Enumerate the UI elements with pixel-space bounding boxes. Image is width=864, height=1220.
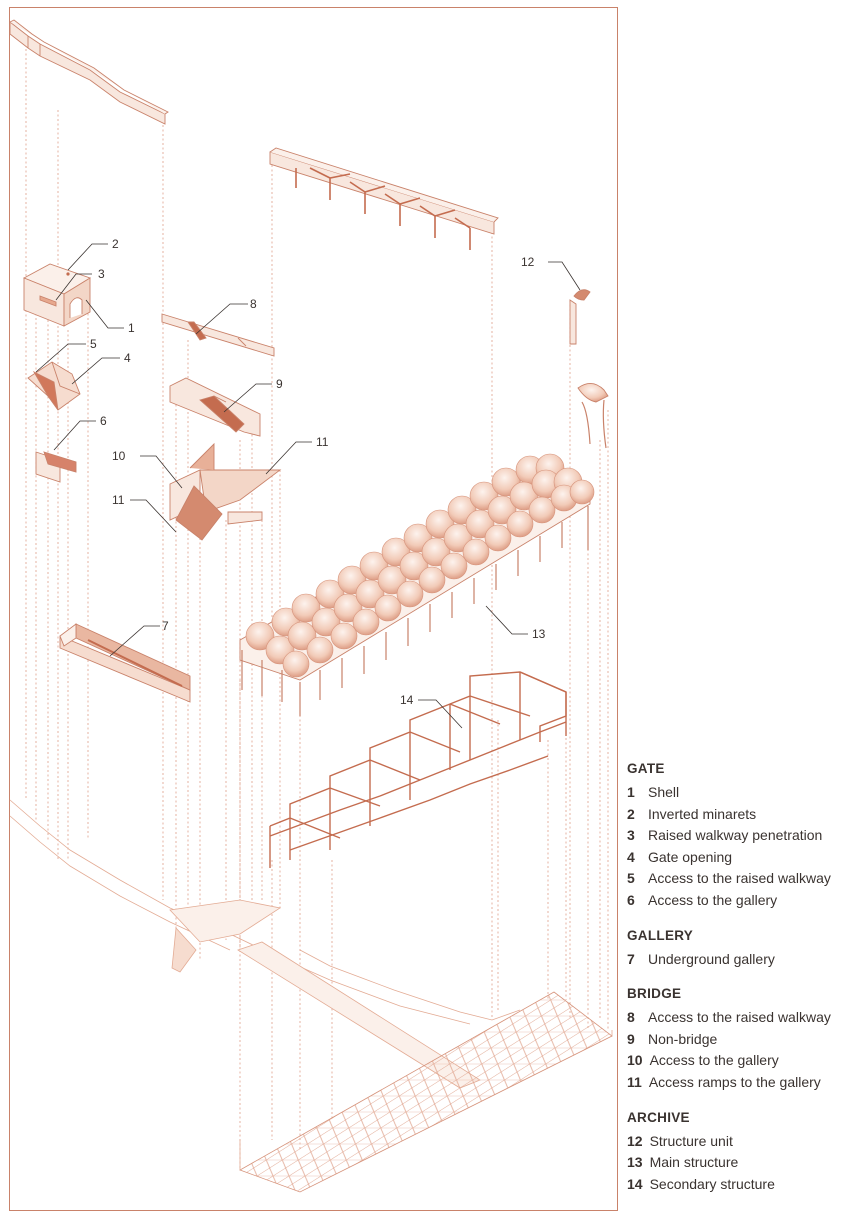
- callout-11-lower: 11: [112, 493, 125, 507]
- legend: GATE 1 Shell 2 Inverted minarets 3 Raised walk…: [627, 760, 859, 1210]
- archive-secondary-structure: [269, 671, 567, 868]
- legend-item-number: 12: [627, 1132, 643, 1149]
- legend-group-title: GATE: [627, 761, 665, 776]
- legend-item-number: 6: [627, 891, 635, 908]
- legend-item-number: 8: [627, 1009, 635, 1026]
- legend-item: 12 Structure unit: [627, 1131, 859, 1153]
- legend-item-label: Non-bridge: [648, 1030, 718, 1047]
- legend-item: 3 Raised walkway penetration: [627, 825, 859, 847]
- legend-item-number: 1: [627, 784, 635, 800]
- bridge-beam: [269, 147, 499, 250]
- legend-item-label: Main structure: [649, 1154, 739, 1171]
- legend-item-label: Gate opening: [648, 848, 733, 865]
- callouts: 2 3 1 5 4 6 7 8 9 10 11 11 12 13 14: [90, 237, 546, 707]
- non-bridge: [169, 377, 261, 437]
- legend-item-number: 4: [627, 848, 635, 865]
- callout-14: 14: [400, 693, 414, 707]
- legend-item-label: Access to the raised walkway: [648, 1009, 831, 1026]
- legend-item-number: 14: [627, 1175, 643, 1192]
- legend-item-label: Access ramps to the gallery: [648, 1073, 821, 1090]
- legend-item-label: Shell: [648, 784, 680, 800]
- legend-item: 5 Access to the raised walkway: [627, 868, 859, 890]
- callout-11-upper: 11: [316, 435, 329, 449]
- callout-8: 8: [250, 297, 257, 311]
- callout-3: 3: [98, 267, 105, 281]
- legend-item-number: 10: [627, 1052, 643, 1069]
- gallery-access: [35, 451, 77, 483]
- legend-group-title: ARCHIVE: [627, 1109, 690, 1125]
- legend-item-label: Structure unit: [649, 1132, 733, 1149]
- legend-group-title: GALLERY: [627, 927, 694, 943]
- callout-9: 9: [276, 377, 283, 391]
- raised-walkway-beam: [9, 19, 169, 125]
- callout-1: 1: [128, 321, 135, 335]
- legend-item: 11 Access ramps to the gallery: [627, 1072, 859, 1094]
- legend-item: 4 Gate opening: [627, 847, 859, 869]
- legend-group-title: BRIDGE: [627, 986, 682, 1002]
- legend-item: 9 Non-bridge: [627, 1029, 859, 1051]
- legend-item-label: Access to the raised walkway: [648, 870, 831, 887]
- bridge-walkway-access: [161, 313, 275, 357]
- gate-shell: [22, 263, 92, 327]
- callout-6: 6: [100, 414, 107, 428]
- callout-2: 2: [112, 237, 119, 251]
- legend-item: 6 Access to the gallery: [627, 890, 859, 912]
- legend-item: 10 Access to the gallery: [627, 1050, 859, 1072]
- legend-item-number: 9: [627, 1030, 635, 1047]
- legend-item-label: Inverted minarets: [648, 805, 757, 822]
- leader-lines: [35, 243, 581, 729]
- callout-4: 4: [124, 351, 131, 365]
- legend-item-number: 13: [627, 1154, 643, 1171]
- callout-13: 13: [532, 627, 546, 641]
- callout-12: 12: [521, 255, 535, 269]
- ground-plan: [9, 799, 613, 1193]
- callout-5: 5: [90, 337, 97, 351]
- legend-item: 13 Main structure: [627, 1152, 859, 1174]
- legend-item-number: 11: [627, 1073, 642, 1090]
- legend-item: 14 Secondary structure: [627, 1174, 859, 1196]
- legend-item-number: 5: [627, 870, 635, 887]
- bridge-ramps: [169, 442, 282, 541]
- legend-item: 8 Access to the raised walkway: [627, 1007, 859, 1029]
- legend-item: 1 Shell: [627, 782, 859, 804]
- legend-item-label: Underground gallery: [648, 950, 775, 967]
- legend-item: 7 Underground gallery: [627, 949, 859, 971]
- legend-item-label: Access to the gallery: [649, 1052, 779, 1069]
- archive-structure-unit: [569, 289, 609, 449]
- legend-item-label: Secondary structure: [649, 1175, 775, 1192]
- drawing-frame: [9, 7, 618, 1211]
- legend-item-label: Raised walkway penetration: [648, 827, 823, 844]
- legend-item-number: 3: [627, 827, 635, 844]
- callout-7: 7: [162, 619, 169, 633]
- legend-group-gallery: GALLERY 7 Underground gallery: [627, 927, 859, 971]
- underground-gallery: [59, 623, 191, 703]
- legend-item-label: Access to the gallery: [648, 891, 778, 908]
- legend-item-number: 2: [627, 805, 635, 822]
- legend-group-gate: GATE 1 Shell 2 Inverted minarets 3 Raised walk…: [627, 760, 859, 912]
- callout-10: 10: [112, 449, 126, 463]
- gate-opening: [27, 361, 81, 411]
- archive-main-structure: [239, 453, 595, 716]
- legend-item-number: 7: [627, 950, 635, 967]
- legend-group-bridge: BRIDGE 8 Access to the raised walkway 9 Non-…: [627, 985, 859, 1093]
- legend-item: 2 Inverted minarets: [627, 804, 859, 826]
